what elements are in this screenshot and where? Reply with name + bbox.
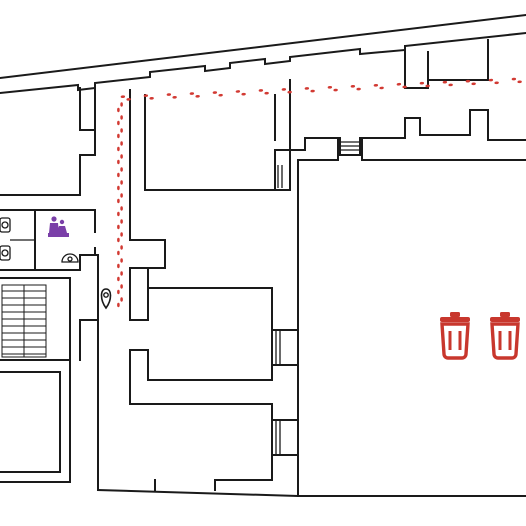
- footprint: [235, 90, 246, 96]
- footprint: [465, 79, 476, 86]
- footprint: [117, 193, 123, 204]
- footprint: [350, 85, 361, 91]
- footprint: [117, 180, 123, 191]
- footprint: [304, 87, 315, 93]
- footprint: [117, 154, 123, 165]
- footprint: [281, 88, 292, 94]
- stairwell: [1, 284, 47, 358]
- trash-bin-icon[interactable]: [440, 312, 470, 360]
- footprint: [117, 206, 123, 217]
- sink: [61, 253, 79, 263]
- trash-bin-icon[interactable]: [490, 312, 520, 360]
- footprint: [117, 167, 123, 178]
- toilet-1: [0, 217, 11, 233]
- footprint-route: [117, 77, 522, 308]
- central-rooms: [129, 79, 291, 491]
- footprint: [117, 128, 123, 139]
- footprint: [396, 82, 407, 89]
- footprint: [166, 93, 177, 99]
- footprint: [117, 232, 123, 243]
- toilet-fixtures: [0, 217, 79, 263]
- footprint: [117, 297, 123, 308]
- restroom-icon[interactable]: [48, 216, 69, 237]
- right-hall: [271, 109, 526, 497]
- doors: [275, 141, 362, 455]
- footprint: [117, 141, 123, 152]
- toilet-2: [0, 245, 11, 261]
- corridor-walls: [0, 87, 99, 491]
- footprint: [117, 258, 123, 269]
- footprint: [442, 80, 453, 87]
- footprint: [327, 86, 338, 92]
- footprint: [120, 95, 131, 101]
- footprint: [117, 115, 123, 126]
- footprint: [419, 81, 430, 88]
- outer-walls: [0, 13, 526, 497]
- footprint: [258, 89, 269, 95]
- footprint: [373, 83, 384, 90]
- footprint: [143, 94, 154, 100]
- footprint: [117, 245, 123, 256]
- footprint: [117, 102, 123, 113]
- footprint: [117, 271, 123, 282]
- footprint: [488, 78, 499, 85]
- footprint: [511, 77, 522, 84]
- footprint: [189, 92, 200, 98]
- map-pin-icon[interactable]: [100, 288, 112, 310]
- footprint: [117, 284, 123, 295]
- footprint: [212, 91, 223, 97]
- footprint: [117, 219, 123, 230]
